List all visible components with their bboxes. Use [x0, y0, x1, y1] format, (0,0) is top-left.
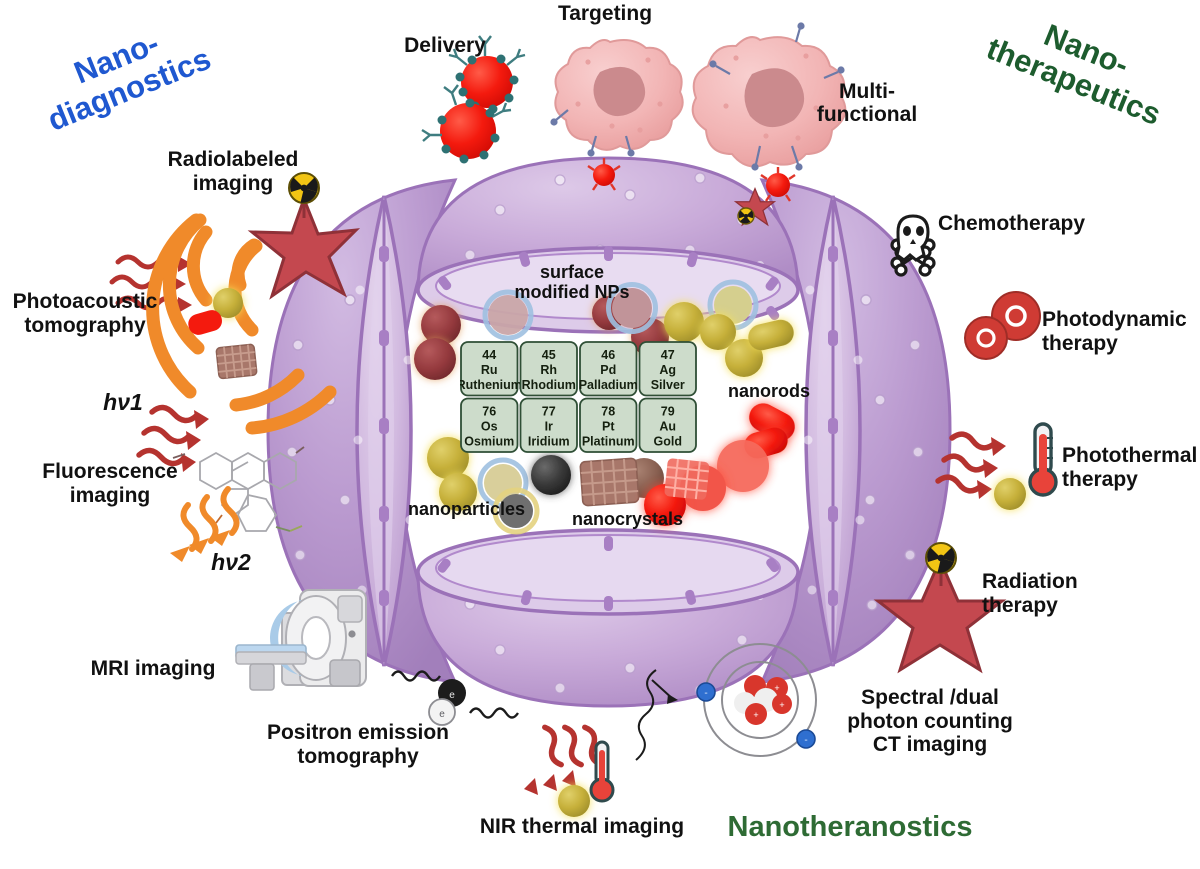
label-multifunctional: Multi- functional — [816, 79, 918, 127]
svg-text:Rhodium: Rhodium — [522, 378, 576, 392]
label-delivery: Delivery — [404, 34, 486, 57]
label-ct-imaging: Spectral /dual photon counting CT imagin… — [847, 686, 1013, 757]
svg-text:Os: Os — [481, 420, 498, 434]
mri-scanner-icon — [235, 589, 367, 691]
label-nanoparticles: nanoparticles — [408, 499, 526, 519]
svg-text:47: 47 — [661, 348, 675, 362]
svg-text:Ruthenium: Ruthenium — [460, 378, 522, 392]
svg-text:79: 79 — [661, 405, 675, 419]
svg-text:76: 76 — [482, 405, 496, 419]
svg-text:Osmium: Osmium — [464, 435, 514, 449]
label-surface-modified-nps: surface modified NPs — [514, 262, 630, 303]
singlet-oxygen-icon — [964, 291, 1041, 360]
svg-text:Pt: Pt — [602, 420, 615, 434]
pet-annihilation-icon: e e — [391, 670, 519, 726]
ct-atom-icon: +++ - - — [635, 643, 817, 761]
svg-text:-: - — [804, 735, 807, 746]
periodic-table: 44RuRuthenium45RhRhodium46PdPalladium47A… — [460, 341, 697, 453]
skull-crossbones-icon — [890, 214, 936, 277]
label-photoacoustic-tomography: Photoacoustic tomography — [12, 290, 158, 337]
svg-text:Iridium: Iridium — [528, 435, 570, 449]
svg-text:Ir: Ir — [545, 420, 553, 434]
svg-text:Pd: Pd — [600, 363, 616, 377]
label-targeting: Targeting — [557, 2, 653, 25]
svg-text:46: 46 — [601, 348, 615, 362]
svg-text:Silver: Silver — [651, 378, 685, 392]
svg-text:e: e — [439, 709, 445, 720]
heading-nanotheranostics: Nanotheranostics — [727, 811, 973, 843]
label-fluorescence-imaging: Fluorescence imaging — [42, 460, 178, 507]
svg-text:Rh: Rh — [540, 363, 557, 377]
svg-text:44: 44 — [482, 348, 496, 362]
label-hv2: hν2 — [211, 549, 251, 575]
label-hv1: hν1 — [103, 389, 143, 415]
svg-text:Platinum: Platinum — [582, 435, 635, 449]
svg-text:78: 78 — [601, 405, 615, 419]
label-chemotherapy: Chemotherapy — [938, 212, 1086, 235]
svg-text:Gold: Gold — [654, 435, 682, 449]
label-radiolabeled-imaging: Radiolabeled imaging — [167, 148, 299, 195]
label-photodynamic-therapy: Photodynamic therapy — [1042, 308, 1187, 355]
label-positron-emission-tomography: Positron emission tomography — [266, 721, 450, 768]
svg-text:77: 77 — [542, 405, 556, 419]
photothermal-icon — [935, 422, 1058, 510]
svg-text:Ru: Ru — [481, 363, 498, 377]
fluorophore-molecule-icon — [172, 446, 305, 532]
label-radiation-therapy: Radiation therapy — [982, 570, 1078, 617]
svg-text:+: + — [753, 710, 758, 720]
svg-text:+: + — [779, 700, 784, 710]
svg-text:-: - — [704, 688, 707, 699]
svg-text:+: + — [774, 683, 779, 693]
svg-text:Ag: Ag — [659, 363, 676, 377]
label-nir-thermal-imaging: NIR thermal imaging — [479, 815, 685, 838]
label-photothermal-therapy: Photothermal therapy — [1062, 444, 1198, 491]
nir-thermal-icon — [524, 724, 615, 817]
label-mri-imaging: MRI imaging — [90, 657, 216, 680]
svg-text:e: e — [449, 690, 455, 701]
svg-text:Palladium: Palladium — [579, 378, 638, 392]
svg-text:45: 45 — [542, 348, 556, 362]
label-nanorods: nanorods — [728, 381, 811, 401]
label-nanocrystals: nanocrystals — [572, 509, 684, 529]
svg-text:Au: Au — [659, 420, 676, 434]
targeting-cell-icon — [550, 39, 684, 191]
